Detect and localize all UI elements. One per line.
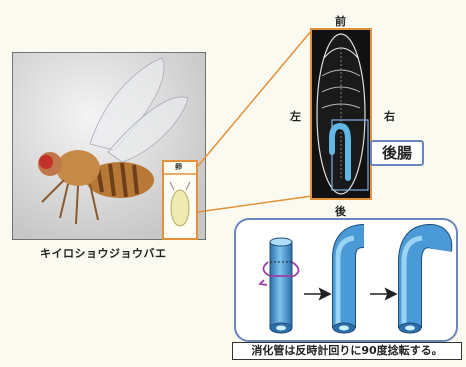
direction-right: 右 [384,108,395,124]
embryo-micrograph [310,28,372,200]
direction-left: 左 [290,108,301,124]
gut-rotation-diagram [234,218,458,342]
rotation-caption: 消化管は反時計回りに90度捻転する。 [232,342,462,360]
direction-back: 後 [335,203,346,219]
direction-front: 前 [335,13,346,29]
hindgut-label: 後腸 [370,140,424,166]
